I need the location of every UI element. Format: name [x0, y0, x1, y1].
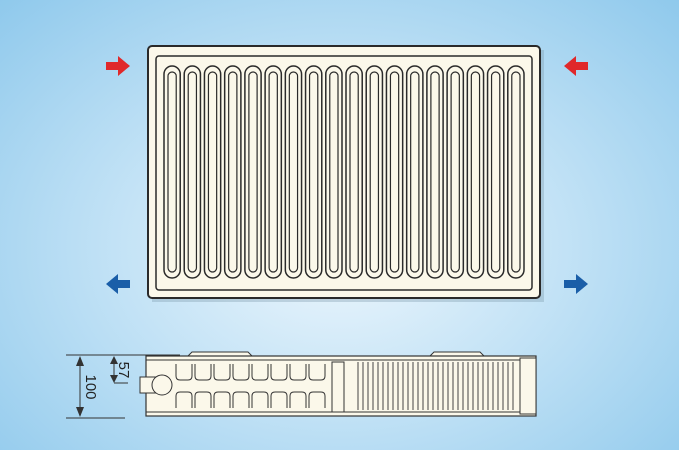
radiator-fin — [325, 65, 343, 279]
radiator-fin — [466, 65, 485, 279]
radiator-fin — [507, 65, 525, 279]
radiator-fin — [203, 65, 222, 279]
radiator-fin — [264, 65, 283, 279]
radiator-fin — [163, 65, 181, 279]
radiator-fin — [223, 65, 242, 279]
radiator-panel — [147, 45, 541, 299]
radiator-fin — [244, 65, 262, 279]
radiator-fin — [486, 65, 505, 279]
radiator-fin — [405, 65, 424, 279]
inlet-top-right-arrow — [564, 56, 588, 76]
radiator-fin — [284, 65, 303, 279]
radiator-fin — [345, 65, 363, 279]
dimension-label-100: 100 — [82, 374, 99, 399]
radiator-fin — [304, 65, 323, 279]
radiator-fin — [365, 65, 384, 279]
outlet-bottom-left-arrow — [106, 274, 130, 294]
dimension-label-57: 57 — [115, 362, 132, 379]
radiator-side-view: 100 57 — [66, 351, 537, 419]
radiator-front-view — [147, 45, 544, 302]
radiator-fin — [183, 65, 202, 279]
radiator-fin — [385, 65, 404, 279]
outlet-bottom-right-arrow — [564, 274, 588, 294]
radiator-fin — [446, 65, 465, 279]
radiator-fin — [426, 65, 444, 279]
inlet-top-left-arrow — [106, 56, 130, 76]
